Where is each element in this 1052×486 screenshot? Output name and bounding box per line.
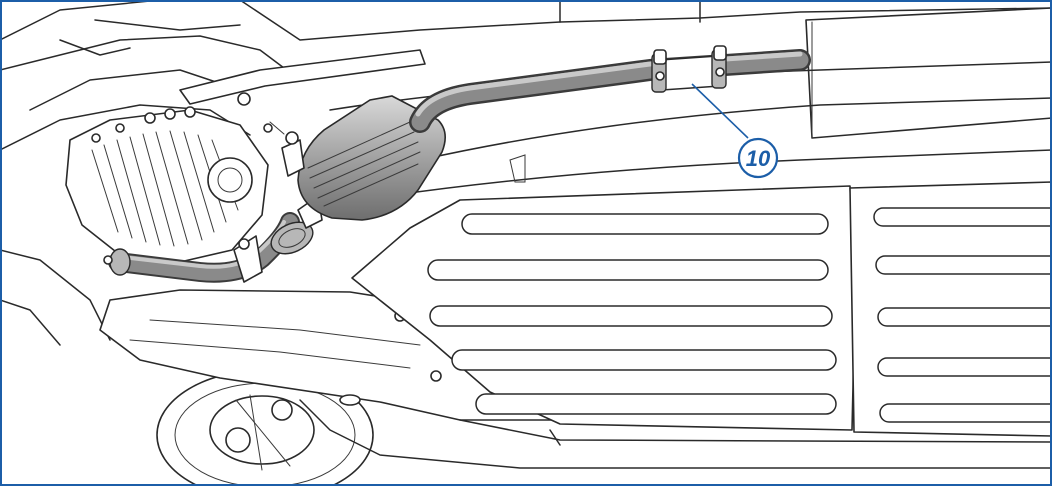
- panel-rib-slot: [873, 207, 1052, 227]
- panel-rib-slot: [877, 307, 1052, 327]
- exhaust-clamp: [651, 49, 667, 93]
- rear-muffler: [805, 7, 1052, 139]
- exhaust-system: [103, 45, 811, 283]
- panel-rib-slot: [451, 349, 837, 371]
- oxygen-sensor: [263, 121, 305, 177]
- callout-10: 10: [691, 83, 779, 179]
- panel-rib-slot: [877, 357, 1052, 377]
- panel-rib-slot: [475, 393, 837, 415]
- underbody-floor-panel-center: [351, 185, 856, 431]
- underbody-floor-panel-right: [849, 181, 1052, 437]
- callout-badge: [737, 137, 779, 179]
- callout-label: 10: [746, 146, 771, 171]
- panel-rib-slot: [875, 255, 1052, 275]
- pipe-connection-sleeve: [659, 55, 721, 91]
- callout-leader-line: [691, 83, 749, 139]
- panel-rib-slot: [429, 305, 833, 327]
- transmission-housing: [65, 109, 269, 263]
- catalytic-converter-ribs: [307, 121, 421, 207]
- downpipe-flange: [109, 248, 131, 276]
- panel-rib-slot: [461, 213, 829, 235]
- panel-rib-slot: [427, 259, 829, 281]
- exhaust-clamp: [711, 45, 727, 89]
- panel-rib-slot: [879, 403, 1052, 423]
- catalytic-converter: [297, 95, 446, 221]
